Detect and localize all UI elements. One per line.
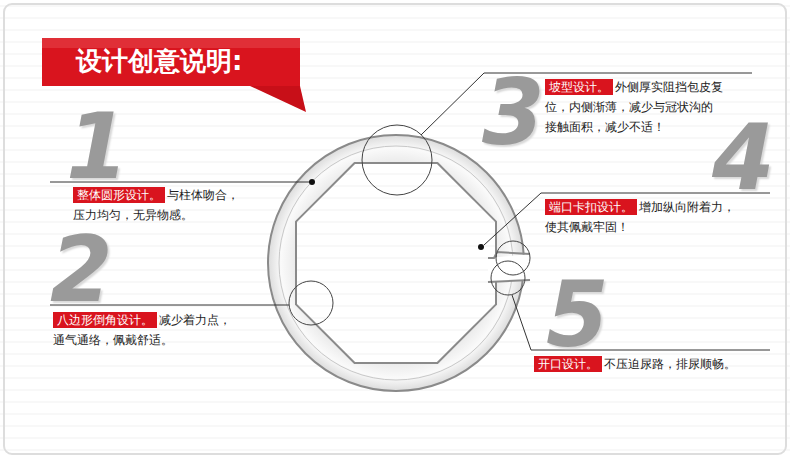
frame — [4, 4, 786, 454]
open-end — [488, 280, 530, 282]
detail-circle — [496, 241, 530, 275]
callout-note: 端口卡扣设计。增加纵向附着力，使其佩戴牢固！ — [545, 197, 741, 237]
callout-note: 坡型设计。外侧厚实阻挡包皮复位，内侧渐薄，减少与冠状沟的接触面积，减少不适！ — [545, 77, 723, 137]
feature-tag: 整体圆形设计。 — [73, 187, 165, 203]
leader-dot — [478, 244, 484, 250]
ring — [268, 135, 524, 391]
feature-tag: 坡型设计。 — [545, 79, 613, 95]
feature-tag: 八边形倒角设计。 — [53, 312, 157, 328]
title-banner — [42, 38, 300, 86]
detail-circle — [491, 261, 525, 295]
callout-note: 开口设计。不压迫尿路，排尿顺畅。 — [534, 354, 766, 374]
callout-number: 4 — [712, 113, 775, 203]
callout-note: 整体圆形设计。与柱体吻合，压力均匀，无异物感。 — [73, 185, 245, 225]
callout-number: 3 — [482, 68, 545, 158]
callout-note: 八边形倒角设计。减少着力点，通气通络，佩戴舒适。 — [53, 310, 233, 350]
clasp-end — [488, 252, 530, 258]
banner-tail — [250, 86, 306, 112]
leader-line — [484, 193, 770, 245]
title: 设计创意说明: — [76, 44, 242, 78]
detail-circle — [289, 281, 333, 325]
feature-text: 不压迫尿路，排尿顺畅。 — [604, 357, 736, 371]
leader-dot — [309, 179, 315, 185]
feature-tag: 开口设计。 — [534, 356, 602, 372]
detail-circle — [362, 125, 432, 195]
ring-highlight — [279, 146, 513, 380]
callout-number: 2 — [50, 225, 113, 315]
feature-tag: 端口卡扣设计。 — [545, 199, 637, 215]
callout-number: 5 — [546, 270, 609, 360]
leader-line — [421, 73, 752, 135]
callout-number: 1 — [66, 102, 129, 192]
